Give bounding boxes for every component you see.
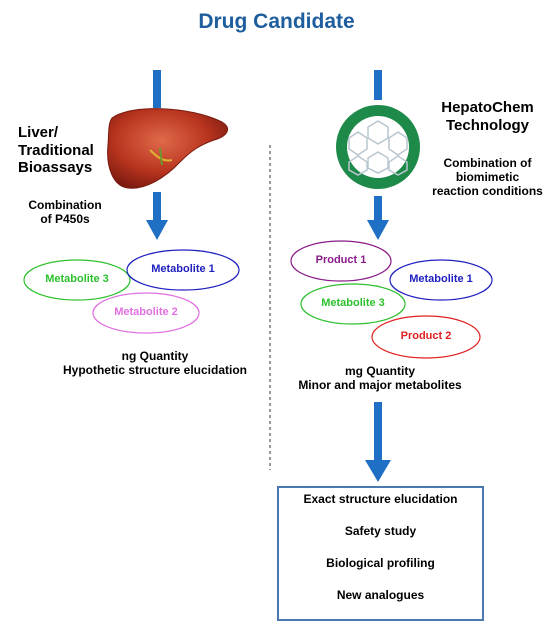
metabolite-3-ellipse [23,259,131,301]
metabolite-1-label: Metabolite 1 [409,273,473,285]
right-method: Combination of biomimetic reaction condi… [432,156,543,199]
liver-icon [107,108,229,189]
metabolite-3-label: Metabolite 3 [321,297,385,309]
metabolite-1-ellipse [389,259,493,301]
left-result: ng Quantity Hypothetic structure elucida… [62,349,248,378]
down-arrow-icon [374,70,382,100]
outcomes-box [277,486,484,621]
product-2-label: Product 2 [400,330,452,342]
diagram-title: Drug Candidate [198,10,355,33]
left-heading: Liver/ Traditional Bioassays [18,124,94,177]
right-result: mg Quantity Minor and major metabolites [298,364,462,393]
product-1-label: Product 1 [315,254,367,266]
outcome-structure-elucidation: Exact structure elucidation [303,492,458,506]
metabolite-2-ellipse [92,292,200,334]
down-arrow-icon [367,196,389,240]
down-arrow-icon [146,192,168,240]
product-2-ellipse [371,315,481,359]
metabolite-3-label: Metabolite 3 [45,273,109,285]
outcome-biological-profiling: Biological profiling [326,556,435,570]
hepatochem-logo-icon [336,105,420,189]
outcome-new-analogues: New analogues [336,588,425,602]
left-method: Combination of P450s [28,198,102,227]
outcome-safety-study: Safety study [344,524,417,538]
product-1-ellipse [290,240,392,282]
down-arrow-icon [365,402,391,482]
metabolite-2-label: Metabolite 2 [114,306,178,318]
metabolite-1-label: Metabolite 1 [151,263,215,275]
metabolite-1-ellipse [126,249,240,291]
metabolite-3-ellipse [300,283,406,325]
right-heading: HepatoChem Technology [441,99,534,134]
down-arrow-icon [153,70,161,108]
